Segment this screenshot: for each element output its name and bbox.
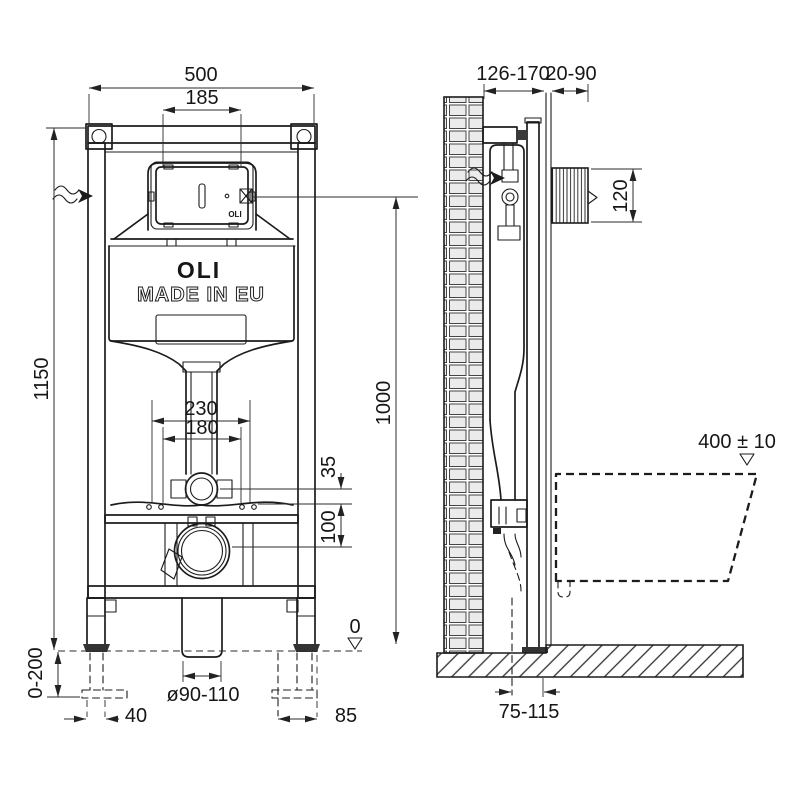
made-in-eu-text: MADE IN EU <box>137 284 265 306</box>
dim-overall-width: 500 <box>184 64 217 86</box>
masonry-wall-section <box>443 96 484 654</box>
dim-actuation-height: 1000 <box>373 381 395 426</box>
front-view: OLI MADE IN EU <box>25 64 418 727</box>
bowl-fixing-bracket <box>490 499 528 528</box>
actuation-clip <box>239 188 253 204</box>
foot-pad-side <box>522 647 548 653</box>
cistern-side <box>489 142 528 696</box>
foot-pad-right <box>293 644 320 652</box>
wall-fixing-block <box>517 130 527 140</box>
frame-side-profile <box>482 117 548 653</box>
side-dimensions: 126-170 20-90 120 400 ± 10 75-115 <box>476 63 776 723</box>
water-inlet-arrow-icon-side <box>465 167 505 186</box>
outlet-down-pipe <box>181 597 223 658</box>
dim-frame-height: 1150 <box>31 357 53 400</box>
front-dimensions: 500 185 1150 1000 230 180 35 <box>25 64 418 727</box>
side-view: 126-170 20-90 120 400 ± 10 75-115 <box>436 63 776 723</box>
dim-foot-plate-offset: 85 <box>335 705 357 727</box>
dim-inlet-offset: 35 <box>318 456 340 478</box>
dim-wall-thickness: 20-90 <box>545 63 596 85</box>
dim-frame-depth: 126-170 <box>476 63 549 85</box>
dim-bowl-rim-height: 400 ± 10 <box>698 431 776 453</box>
dim-leg-width: 40 <box>125 705 147 727</box>
actuator-slot <box>198 183 206 209</box>
hidden-outlet-bend <box>508 551 522 592</box>
brand-logo: OLI <box>177 257 221 283</box>
flush-plate-side <box>551 167 598 224</box>
dim-leg-adjustment: 0-200 <box>25 647 47 698</box>
dim-outlet-pipe-diameter: ø90-110 <box>166 684 239 706</box>
dim-fixing-spacing-inner: 180 <box>185 417 218 439</box>
water-inlet-arrow-icon <box>52 185 93 204</box>
cistern-front: OLI MADE IN EU <box>108 162 296 475</box>
dim-outlet-center-height: 100 <box>318 510 340 543</box>
dim-flush-plate-height: 120 <box>610 179 632 212</box>
mounting-frame <box>83 123 320 658</box>
anchor-bracket-right <box>286 599 299 613</box>
dim-flush-plate-width: 185 <box>185 87 218 109</box>
finished-wall-lines <box>545 92 552 646</box>
dim-outlet-axis-to-wall: 75-115 <box>499 701 560 723</box>
waste-outlet-collar <box>160 516 231 580</box>
flush-plate-panel: OLI <box>148 161 256 230</box>
dim-fixing-spacing-outer: 230 <box>184 398 217 420</box>
panel-brand-logo: OLI <box>228 210 241 219</box>
anchor-bracket-left <box>104 599 117 613</box>
floor-level-mark: 0 <box>347 616 363 650</box>
foot-pad-left <box>83 644 110 652</box>
floor-level-label: 0 <box>349 616 360 638</box>
floor-slab-section <box>436 644 744 678</box>
wall-hung-bowl-outline <box>554 472 759 598</box>
bowl-height-mark: 400 ± 10 <box>698 431 776 466</box>
flush-bend-and-fixings <box>110 472 294 510</box>
